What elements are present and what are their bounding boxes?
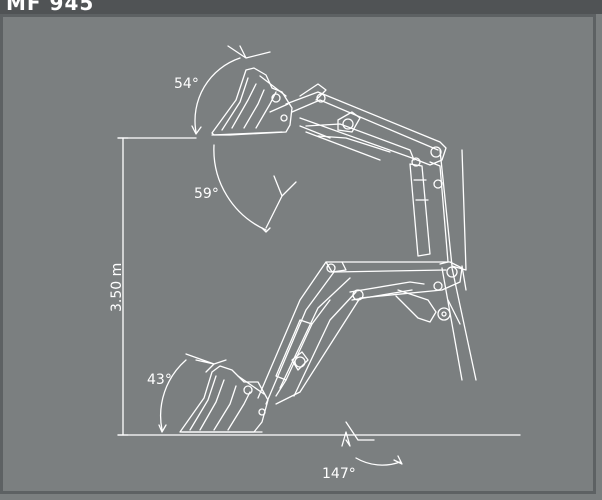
raised-boom-arm bbox=[285, 83, 447, 167]
angle-ground-rollback-arc bbox=[158, 353, 227, 433]
ground-lift-cylinder bbox=[275, 289, 451, 397]
raised-bucket bbox=[211, 67, 293, 136]
loader-mast bbox=[439, 149, 477, 381]
header-bar: MF 945 bbox=[0, 0, 602, 15]
page-title: MF 945 bbox=[6, 0, 95, 15]
height-dimension-line bbox=[117, 137, 129, 436]
angle-top-rollback-arc bbox=[213, 144, 297, 233]
angle-top-rollback-label: 59° bbox=[194, 186, 219, 202]
height-dimension-label: 3.50 m bbox=[109, 263, 125, 312]
angle-ground-pivot-label: 147° bbox=[322, 466, 356, 482]
angle-top-dump-arc bbox=[191, 45, 271, 135]
angle-ground-pivot-arc bbox=[341, 421, 403, 466]
angle-top-dump-label: 54° bbox=[174, 76, 199, 92]
angle-ground-rollback-label: 43° bbox=[147, 372, 172, 388]
ground-bucket bbox=[179, 365, 269, 433]
raised-lift-cylinder bbox=[409, 161, 449, 265]
ground-boom-arm bbox=[257, 261, 463, 405]
diagram-frame bbox=[0, 14, 596, 494]
